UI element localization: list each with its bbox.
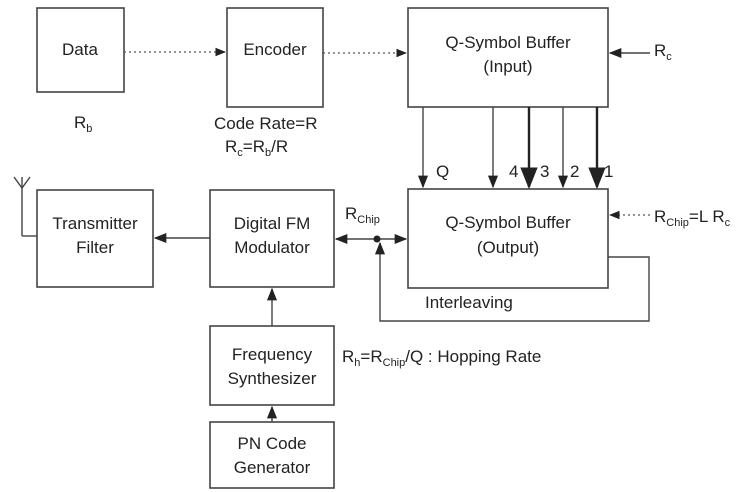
rc-label: Rc (654, 41, 672, 63)
svg-text:Data: Data (62, 40, 98, 59)
rc-equation: Rc=Rb/R (225, 137, 288, 159)
output-buffer-block: Q-Symbol Buffer (Output) (407, 188, 609, 289)
digital-fm-modulator-block: Digital FM Modulator (209, 189, 335, 288)
interleaving-label: Interleaving (425, 293, 513, 312)
frequency-synthesizer-block: Frequency Synthesizer (209, 325, 335, 406)
svg-text:(Input): (Input) (483, 57, 532, 76)
pn-code-generator-block: PN Code Generator (209, 421, 335, 489)
hopping-rate-equation: Rh=RChip/Q : Hopping Rate (342, 347, 541, 369)
interleaving-feedback-line (374, 241, 650, 322)
svg-text:Filter: Filter (76, 238, 114, 257)
rchip-junction (373, 235, 381, 243)
svg-text:Q-Symbol Buffer: Q-Symbol Buffer (445, 213, 571, 232)
rchip-equation: RChip=L Rc (654, 207, 731, 229)
svg-text:PN Code: PN Code (238, 434, 307, 453)
encoder-block: Encoder (226, 7, 324, 108)
svg-text:Synthesizer: Synthesizer (228, 369, 317, 388)
svg-text:Modulator: Modulator (234, 238, 310, 257)
svg-text:Q-Symbol Buffer: Q-Symbol Buffer (445, 33, 571, 52)
lane-label-4: 4 (509, 162, 518, 181)
svg-text:Frequency: Frequency (232, 345, 313, 364)
svg-text:Encoder: Encoder (243, 40, 307, 59)
svg-text:Generator: Generator (234, 458, 311, 477)
transmitter-filter-block: Transmitter Filter (36, 189, 154, 288)
antenna-icon (13, 176, 37, 237)
lane-label-2: 2 (570, 162, 579, 181)
rb-label: Rb (74, 113, 92, 135)
lane-label-q: Q (436, 162, 449, 181)
lane-label-3: 3 (540, 162, 549, 181)
svg-text:(Output): (Output) (477, 238, 539, 257)
lane-label-1: 1 (604, 162, 613, 181)
svg-text:Transmitter: Transmitter (52, 214, 138, 233)
rchip-label: RChip (345, 204, 380, 226)
code-rate-label: Code Rate=R (214, 114, 317, 133)
data-block: Data (36, 7, 125, 93)
input-buffer-block: Q-Symbol Buffer (Input) (407, 7, 609, 108)
svg-text:Digital FM: Digital FM (234, 214, 311, 233)
buffer-lanes (417, 107, 606, 190)
